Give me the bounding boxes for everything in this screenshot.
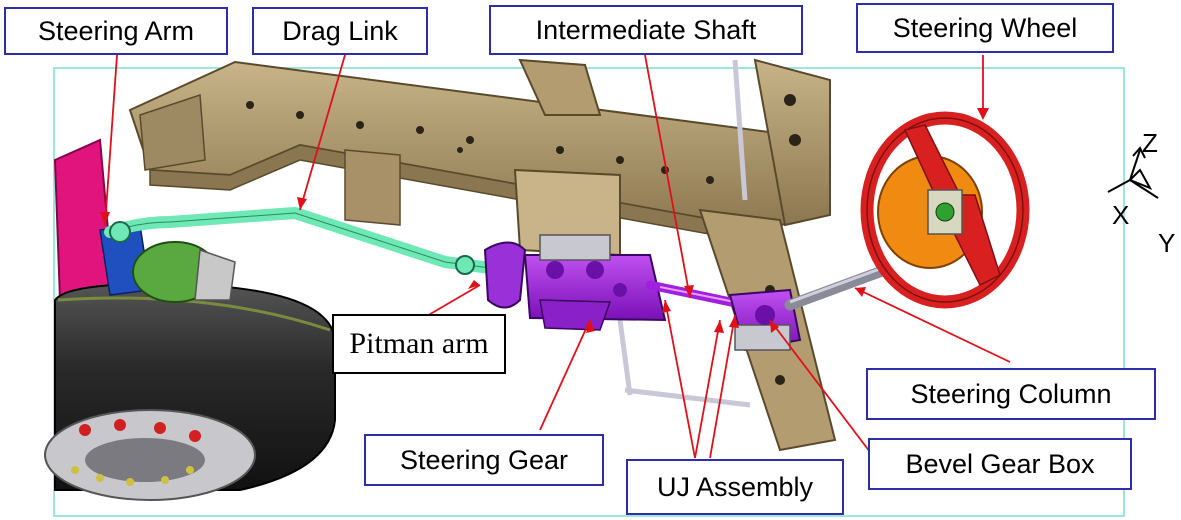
label-pitman-arm: Pitman arm bbox=[332, 314, 506, 374]
label-steering-arm: Steering Arm bbox=[4, 7, 228, 55]
label-steering-wheel: Steering Wheel bbox=[856, 3, 1114, 53]
label-steering-gear: Steering Gear bbox=[364, 434, 604, 486]
steering-column-part bbox=[784, 264, 891, 311]
tire bbox=[44, 283, 336, 501]
bevel-gear-box-part bbox=[728, 288, 802, 352]
label-drag-link: Drag Link bbox=[252, 7, 428, 55]
axis-label-y: Y bbox=[1158, 228, 1176, 258]
steering-gear-part bbox=[483, 234, 667, 331]
steering-wheel-part bbox=[860, 111, 1030, 309]
chassis-frame bbox=[128, 58, 837, 452]
leader-lines bbox=[104, 54, 1011, 459]
drawing-border bbox=[53, 67, 1125, 517]
label-uj-assembly: UJ Assembly bbox=[626, 459, 844, 515]
axis-label-z: Z bbox=[1142, 128, 1158, 158]
axis-label-x: X bbox=[1112, 200, 1130, 230]
label-intermediate-shaft: Intermediate Shaft bbox=[489, 5, 803, 55]
label-bevel-gear-box: Bevel Gear Box bbox=[868, 438, 1132, 490]
leader-arrowheads bbox=[100, 108, 989, 333]
axis-triad bbox=[1107, 146, 1159, 199]
label-steering-column: Steering Column bbox=[866, 368, 1156, 420]
